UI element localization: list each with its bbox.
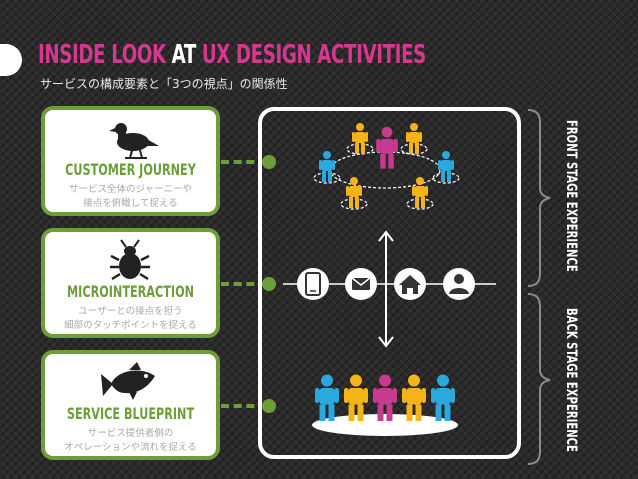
back-stage-label: BACK STAGE EXPERIENCE [563,308,579,452]
page-subtitle: サービスの構成要素と「3つの視点」の関係性 [40,77,288,91]
connector-line [221,404,267,408]
customer-person-icon [376,126,398,169]
card-description-line: サービス全体のジャーニーや [68,184,193,195]
bird-icon [45,116,216,160]
card-title: SERVICE BLUEPRINT [66,404,195,423]
card-description-line: オペレーションや流れを捉える [64,442,197,453]
front-stage-label: FRONT STAGE EXPERIENCE [563,120,579,272]
staff-person-icon [315,374,339,421]
slide-tab [0,44,22,76]
customer-person-icon [346,177,362,208]
connector-line [221,160,267,164]
card-title: CUSTOMER JOURNEY [65,160,196,179]
card-microinteraction: MICROINTERACTION ユーザーとの接点を担う 細部のタッチポイントを… [41,228,220,338]
connector-line [221,282,267,286]
staff-person-icon [402,374,426,421]
page-title: INSIDE LOOK AT UX DESIGN ACTIVITIES [38,40,426,70]
back-stage-bracket [527,293,551,465]
bug-icon [45,238,216,282]
title-part-2: AT [171,40,197,70]
card-title: MICROINTERACTION [66,282,195,301]
card-description: ユーザーとの接点を担う 細部のタッチポイントを捉える [49,305,212,333]
card-customer-journey: CUSTOMER JOURNEY サービス全体のジャーニーや 接点を俯瞰して捉え… [41,106,220,216]
title-part-1: INSIDE LOOK [38,40,166,70]
connector-dot [262,399,276,413]
card-description: サービス全体のジャーニーや 接点を俯瞰して捉える [49,183,212,211]
staff-person-icon [344,374,368,421]
customer-person-icon [406,123,422,154]
customer-person-icon [352,123,368,154]
customer-person-icon [412,177,428,208]
connector-dot [262,277,276,291]
card-description-line: ユーザーとの接点を担う [78,306,183,317]
mail-icon [345,268,377,300]
customer-person-icon [438,151,454,182]
double-arrow-icon [378,230,394,348]
card-description: サービス提供者側の オペレーションや流れを捉える [49,427,212,455]
user-icon [443,268,475,300]
title-part-3: UX DESIGN ACTIVITIES [201,40,426,70]
smartphone-icon [297,268,329,300]
card-description-line: サービス提供者側の [87,428,174,439]
home-icon [394,268,426,300]
front-stage-bracket [527,109,551,287]
card-service-blueprint: SERVICE BLUEPRINT サービス提供者側の オペレーションや流れを捉… [41,350,220,460]
stage-frame [258,107,521,459]
customer-person-icon [319,151,335,182]
fish-icon [45,360,216,404]
card-description-line: 接点を俯瞰して捉える [83,198,178,209]
connector-dot [262,155,276,169]
card-description-line: 細部のタッチポイントを捉える [64,320,197,331]
staff-person-icon [431,374,455,421]
